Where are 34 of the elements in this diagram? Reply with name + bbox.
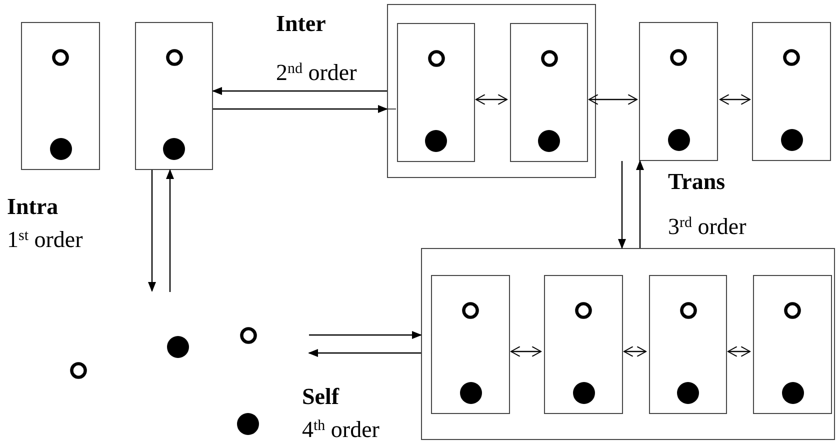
order-label: 1$^{st}$ order	[7, 228, 83, 251]
mechanism-label: Inter	[276, 12, 326, 35]
arrow	[309, 331, 422, 339]
arrow	[728, 346, 750, 357]
arrow	[624, 346, 646, 357]
arrow	[720, 94, 750, 105]
arrow	[618, 161, 626, 249]
cell-box	[21, 22, 100, 170]
cell-box	[510, 23, 588, 162]
arrow	[476, 94, 508, 105]
arrow	[308, 349, 421, 357]
arrow	[588, 94, 638, 105]
group-frame	[387, 4, 596, 178]
arrow	[212, 87, 387, 95]
cell-box	[753, 275, 832, 414]
arrow	[636, 160, 644, 248]
cell-box	[639, 22, 718, 161]
order-label: 4$^{th}$ order	[302, 418, 380, 441]
mechanism-label: Intra	[7, 195, 58, 218]
mechanism-label: Trans	[668, 170, 726, 193]
cell-box	[544, 275, 623, 414]
arrow	[510, 346, 542, 357]
order-label: 2$^{nd}$ order	[276, 61, 357, 84]
cell-box	[649, 275, 727, 414]
mechanism-label: Self	[302, 385, 340, 408]
arrow	[213, 105, 388, 113]
cell-box	[397, 23, 475, 162]
group-frame	[421, 248, 835, 440]
arrow	[148, 170, 156, 292]
order-label: 3$^{rd}$ order	[668, 215, 746, 238]
cell-box	[135, 22, 213, 170]
cell-box	[752, 22, 831, 161]
arrow	[166, 169, 174, 292]
cell-box	[431, 275, 510, 414]
